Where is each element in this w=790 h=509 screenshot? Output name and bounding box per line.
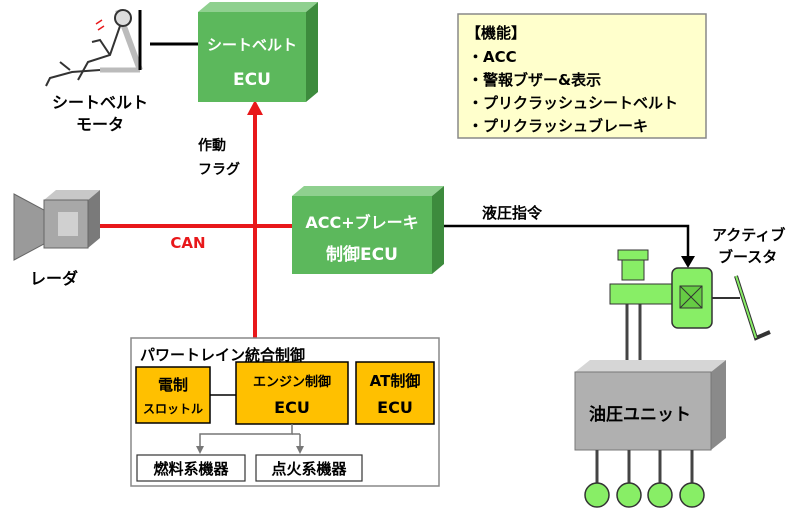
seat-icon xyxy=(45,8,143,87)
hydraulic-unit-label: 油圧ユニット xyxy=(589,404,691,425)
throttle-label-1: 電制 xyxy=(158,376,188,394)
seatbelt-ecu: シートベルト ECU xyxy=(198,2,318,102)
hydraulic-command-arrowhead xyxy=(681,256,695,268)
acc-brake-ecu: ACC+ブレーキ 制御ECU xyxy=(292,186,444,274)
function-box: 【機能】 ・ACC ・警報ブザー&表示 ・プリクラッシュシートベルト ・プリクラ… xyxy=(457,13,707,139)
wheel-circle xyxy=(584,482,610,508)
ignition-devices-box xyxy=(255,454,363,482)
ignition-devices-label: 点火系機器 xyxy=(271,460,347,478)
engine-ecu-label-2: ECU xyxy=(274,398,310,417)
throttle-box xyxy=(135,366,211,424)
engine-ecu-box xyxy=(235,361,349,425)
at-ecu-box xyxy=(355,361,435,425)
can-label: CAN xyxy=(170,234,205,252)
can-bus xyxy=(97,112,292,340)
powertrain-group: パワートレイン統合制御 電制 スロットル エンジン制御 ECU AT制御 ECU… xyxy=(130,337,440,487)
seatbelt-motor-label-1: シートベルト xyxy=(52,93,148,112)
can-arrowhead xyxy=(247,100,263,115)
at-ecu-label-2: ECU xyxy=(377,398,413,417)
seatbelt-motor-label-2: モータ xyxy=(76,115,124,134)
wheel-cylinders xyxy=(584,450,705,508)
throttle-label-2: スロットル xyxy=(143,402,203,416)
acc-ecu-label-1: ACC+ブレーキ xyxy=(305,213,418,232)
fuel-devices-box xyxy=(136,454,246,482)
powertrain-title: パワートレイン統合制御 xyxy=(140,346,305,364)
active-booster-label-2: ブースタ xyxy=(718,248,777,266)
flag-label-1: 作動 xyxy=(198,137,226,154)
hydraulic-unit: 油圧ユニット xyxy=(574,360,726,451)
function-item-acc: ・ACC xyxy=(468,48,517,66)
hydraulic-command-label: 液圧指令 xyxy=(482,204,543,222)
active-booster-label-1: アクティブ xyxy=(712,226,785,244)
engine-ecu-label-1: エンジン制御 xyxy=(253,374,331,390)
radar-icon xyxy=(13,190,100,261)
function-item-pcs-brake: ・プリクラッシュブレーキ xyxy=(468,117,648,135)
brake-booster-assembly xyxy=(609,249,771,372)
acc-ecu-label-2: 制御ECU xyxy=(326,244,398,265)
radar-label: レーダ xyxy=(30,269,78,288)
at-ecu-label-1: AT制御 xyxy=(370,372,421,390)
function-item-alarm: ・警報ブザー&表示 xyxy=(468,71,601,89)
wheel-circle xyxy=(679,482,705,508)
fuel-devices-label: 燃料系機器 xyxy=(153,460,229,478)
function-item-pcs-seatbelt: ・プリクラッシュシートベルト xyxy=(468,94,678,112)
hydraulic-command-line xyxy=(444,224,690,258)
seatbelt-ecu-label-1: シートベルト xyxy=(207,36,297,54)
flag-label-2: フラグ xyxy=(198,161,240,178)
wheel-circle xyxy=(647,482,673,508)
function-title: 【機能】 xyxy=(466,24,526,42)
seatbelt-ecu-label-2: ECU xyxy=(233,70,271,90)
wheel-circle xyxy=(616,482,642,508)
